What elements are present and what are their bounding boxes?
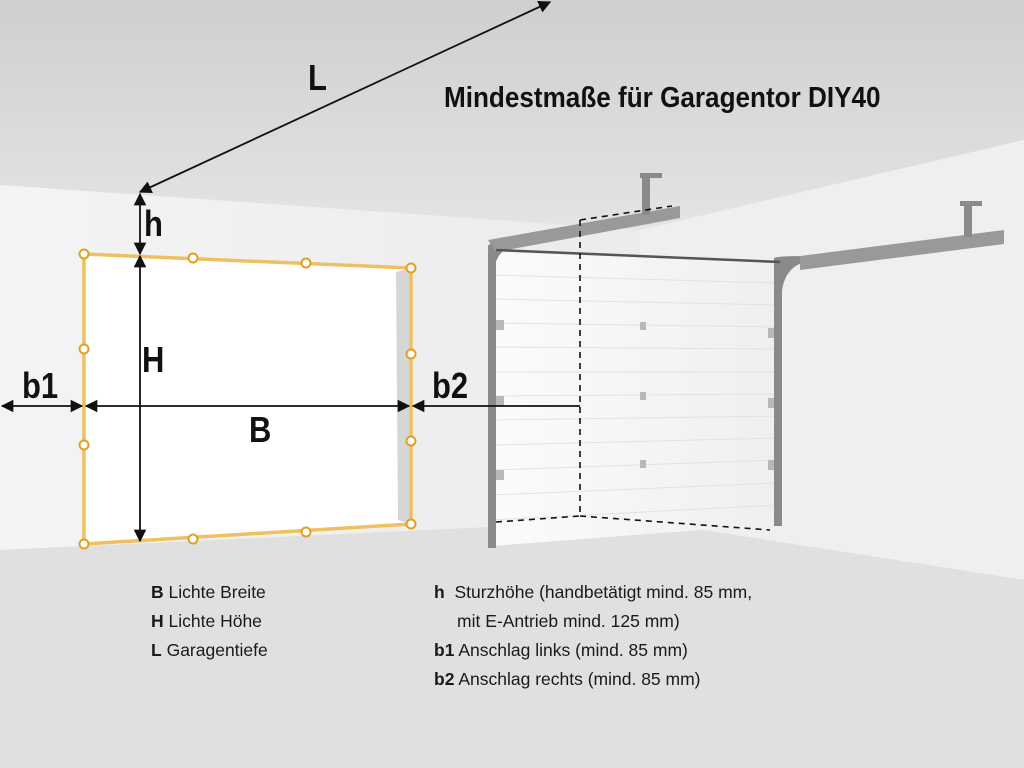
ceiling-bracket-left <box>642 175 650 215</box>
frame-handle <box>405 435 417 447</box>
hinge <box>768 460 776 470</box>
label-H: H <box>142 339 165 380</box>
ceiling-bracket-right-top <box>960 201 982 206</box>
panel-line <box>491 346 779 350</box>
hinge <box>768 328 776 338</box>
dash-line <box>579 205 673 221</box>
panel-line <box>491 437 779 446</box>
legend-key: L <box>151 640 162 660</box>
frame-handle <box>78 439 90 451</box>
dim-line-L <box>138 1 552 193</box>
legend-item: b1 Anschlag links (mind. 85 mm) <box>434 636 752 665</box>
legend-key: b1 <box>434 640 455 660</box>
frame-handle <box>187 252 199 264</box>
label-B: B <box>249 409 272 450</box>
floor <box>0 520 1024 768</box>
legend-text: Anschlag rechts (mind. 85 mm) <box>458 669 701 689</box>
panel-line <box>491 459 779 471</box>
legend-left: B Lichte Breite H Lichte Höhe L Garagent… <box>151 578 268 665</box>
diagram-title: Mindestmaße für Garagentor DIY40 <box>444 82 881 114</box>
frame-handle <box>187 533 199 545</box>
label-L: L <box>308 57 327 98</box>
legend-text: Garagentiefe <box>166 640 268 660</box>
door-panel-lines <box>491 274 779 521</box>
door-panel <box>492 252 778 546</box>
door-hinges <box>496 320 776 480</box>
legend-right: h Sturzhöhe (handbetätigt mind. 85 mm, m… <box>434 578 752 694</box>
legend-item: h Sturzhöhe (handbetätigt mind. 85 mm, <box>434 578 752 607</box>
hinge <box>496 320 504 330</box>
panel-line <box>491 298 779 306</box>
ceiling-bracket-right <box>964 203 972 237</box>
legend-key: B <box>151 582 164 602</box>
frame-handles <box>78 248 417 550</box>
hinge <box>640 460 646 468</box>
hinge <box>640 392 646 400</box>
depth-dashes <box>495 205 771 531</box>
legend-key: H <box>151 611 164 631</box>
hinge <box>640 322 646 330</box>
panel-line <box>491 393 779 397</box>
dimension-lines <box>0 1 580 543</box>
legend-text-continued: mit E-Antrieb mind. 125 mm) <box>457 611 680 631</box>
ceiling-bracket-left-top <box>640 173 662 178</box>
legend-key: b2 <box>434 669 455 689</box>
opening-reveal <box>396 268 411 524</box>
frame-handle <box>405 518 417 530</box>
legend-key: h <box>434 582 445 602</box>
legend-item: b2 Anschlag rechts (mind. 85 mm) <box>434 665 752 694</box>
legend-text: Lichte Höhe <box>168 611 262 631</box>
right-ceiling-rail <box>800 230 1004 270</box>
label-b1: b1 <box>22 365 59 406</box>
frame-handle <box>405 262 417 274</box>
legend-text: Anschlag links (mind. 85 mm) <box>458 640 688 660</box>
frame-handle <box>78 538 90 550</box>
frame-handle <box>78 248 90 260</box>
top-header-rail <box>488 206 680 252</box>
panel-line <box>491 415 779 421</box>
door-top-edge <box>495 248 781 264</box>
legend-text: Lichte Breite <box>168 582 266 602</box>
label-b2: b2 <box>432 365 469 406</box>
hinge <box>496 396 504 406</box>
dash-line <box>579 515 771 531</box>
frame-handle <box>300 257 312 269</box>
hinge <box>496 470 504 480</box>
panel-line <box>491 482 779 496</box>
legend-item: B Lichte Breite <box>151 578 268 607</box>
wall-opening <box>84 254 411 544</box>
label-h: h <box>144 203 163 244</box>
garage-door <box>488 173 1004 548</box>
legend-text: Sturzhöhe (handbetätigt mind. 85 mm, <box>454 582 753 602</box>
frame-handle <box>78 343 90 355</box>
panel-line <box>491 504 779 521</box>
left-door-frame <box>488 238 520 548</box>
panel-line <box>491 322 779 328</box>
hinge <box>768 398 776 408</box>
frame-handle <box>300 526 312 538</box>
frame-handle <box>405 348 417 360</box>
dash-line <box>495 515 581 523</box>
right-door-frame <box>774 256 806 526</box>
legend-item: H Lichte Höhe <box>151 607 268 636</box>
legend-item: L Garagentiefe <box>151 636 268 665</box>
panel-line <box>491 274 779 284</box>
